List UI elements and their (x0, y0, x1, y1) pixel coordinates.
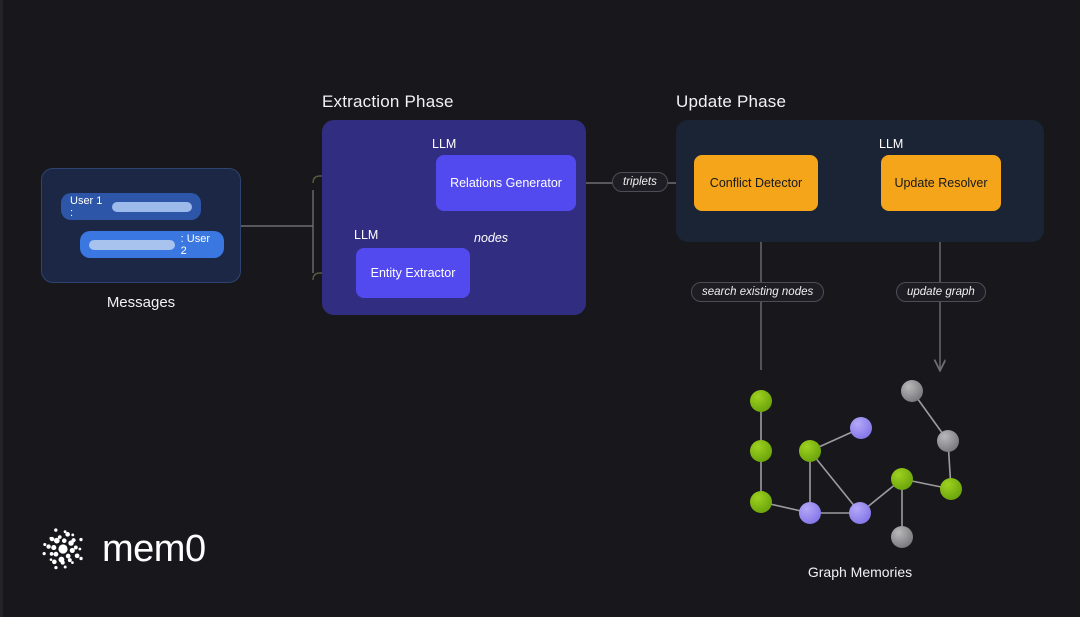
graph-node-gray[interactable] (937, 430, 959, 452)
edge-label-nodes: nodes (474, 231, 509, 245)
llm-label-update-resolver: LLM (879, 137, 904, 151)
logo-particle-dot (53, 551, 59, 557)
graph-edge (809, 450, 861, 514)
graph-node-purple[interactable] (850, 417, 872, 439)
graph-node-green[interactable] (750, 491, 772, 513)
graph-node-gray[interactable] (901, 380, 923, 402)
graph-memories-visualization (735, 378, 985, 548)
user-1-text-placeholder-bar (112, 201, 192, 212)
logo-particle-dot (61, 538, 67, 543)
graph-node-gray[interactable] (891, 526, 913, 548)
logo-particle-dot (43, 542, 47, 547)
logo-particle-dot (42, 552, 46, 556)
logo-particle-dot (60, 560, 65, 565)
update-resolver-block[interactable]: Update Resolver (881, 155, 1001, 211)
logo-particle-dot (63, 530, 67, 534)
edge-label-search-existing-nodes: search existing nodes (691, 282, 825, 302)
logo-particle-dot (53, 537, 60, 544)
logo-particle-dot (54, 565, 58, 570)
logo-particle-dot (65, 553, 71, 559)
logo-particle-dot (54, 528, 58, 532)
left-edge-strip (0, 0, 3, 617)
messages-caption: Messages (106, 294, 176, 311)
graph-node-purple[interactable] (799, 502, 821, 524)
user-1-bubble: User 1 : (61, 193, 201, 220)
graph-node-green[interactable] (891, 468, 913, 490)
llm-label-entity-extractor: LLM (354, 228, 379, 242)
logo-particle-dot (73, 545, 78, 550)
llm-label-relations-generator: LLM (432, 137, 457, 151)
logo-particle-dot (71, 538, 76, 543)
entity-extractor-block[interactable]: Entity Extractor (356, 248, 470, 298)
mem0-logo-text: mem0 (102, 527, 206, 570)
logo-particle-dot (52, 559, 57, 565)
graph-node-green[interactable] (940, 478, 962, 500)
logo-particle-dot (65, 532, 70, 537)
logo-particle-dot (49, 536, 53, 540)
logo-particle-dot (51, 545, 57, 551)
logo-particle-dot (79, 556, 83, 561)
relations-generator-block[interactable]: Relations Generator (436, 155, 576, 211)
logo-core-dot (58, 544, 68, 554)
graph-memories-caption: Graph Memories (807, 564, 913, 580)
mem0-particle-icon (42, 528, 83, 570)
mem0-logo: mem0 (40, 526, 206, 572)
edge-label-triplets: triplets (612, 172, 668, 192)
extraction-phase-title: Extraction Phase (322, 92, 454, 111)
logo-particle-dot (49, 552, 54, 556)
logo-particle-dot (74, 553, 80, 559)
graph-node-green[interactable] (750, 390, 772, 412)
logo-particle-dot (78, 547, 82, 551)
graph-node-purple[interactable] (849, 502, 871, 524)
graph-node-green[interactable] (750, 440, 772, 462)
logo-particle-dot (63, 565, 67, 569)
user-2-bubble: : User 2 (80, 231, 224, 258)
graph-memories-svg (750, 380, 962, 548)
update-phase-title: Update Phase (676, 92, 787, 111)
graph-node-green[interactable] (799, 440, 821, 462)
logo-particle-dot (49, 558, 53, 561)
logo-particle-dot (79, 537, 83, 542)
conflict-detector-block[interactable]: Conflict Detector (694, 155, 818, 211)
logo-particle-dot (67, 558, 72, 563)
user-2-text-placeholder-bar (89, 239, 175, 250)
messages-box: User 1 : : User 2 (41, 168, 241, 283)
logo-particle-dot (71, 533, 75, 537)
logo-particle-dot (71, 561, 74, 565)
user-1-label: User 1 : (70, 194, 103, 219)
edge-label-update-graph: update graph (896, 282, 986, 302)
messages-group: User 1 : : User 2 Messages (41, 168, 241, 311)
logo-particle-dot (57, 535, 62, 539)
logo-particle-dot (69, 547, 75, 553)
logo-particle-dot (46, 544, 51, 549)
user-2-label: : User 2 (180, 232, 210, 257)
